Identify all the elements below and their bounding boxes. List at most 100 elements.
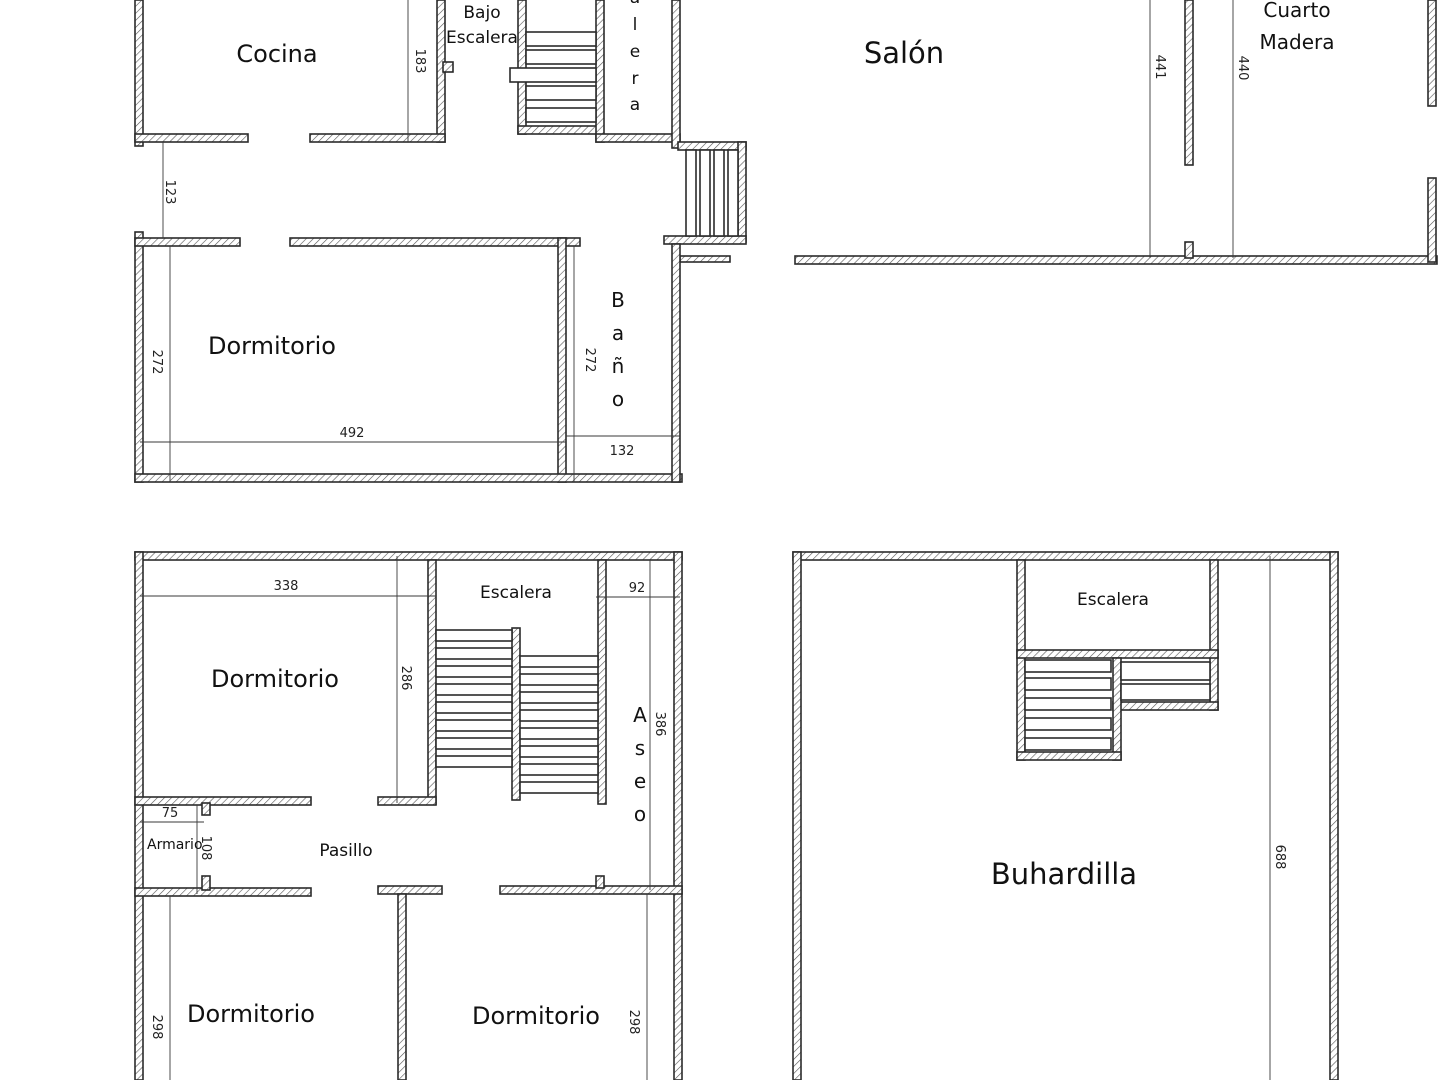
stair-step <box>1024 697 1112 711</box>
wall <box>1112 657 1122 761</box>
dimension-label: 338 <box>274 579 299 594</box>
wall <box>792 551 1339 561</box>
stair-step <box>1024 659 1112 673</box>
wall <box>1016 649 1219 659</box>
wall <box>289 237 581 247</box>
room-label-dormitorio: Dormitorio <box>472 1002 600 1030</box>
stair-step <box>713 149 725 237</box>
wall <box>794 255 1438 265</box>
vertical-letter: A <box>633 703 647 727</box>
wall <box>1209 559 1219 711</box>
stair-step <box>699 149 711 237</box>
stair-step <box>435 647 513 660</box>
wall <box>134 551 683 561</box>
room-label-cuarto: Cuarto <box>1263 0 1330 22</box>
stair-step <box>435 629 513 642</box>
dimension-label: 688 <box>1272 845 1287 870</box>
wall <box>134 796 312 806</box>
wall <box>134 237 241 247</box>
wall <box>1016 559 1026 761</box>
room-label-pasillo: Pasillo <box>319 841 372 861</box>
wall <box>397 893 407 1080</box>
dimension-label: 92 <box>629 581 646 596</box>
stair-step <box>519 673 599 686</box>
wall <box>134 231 144 483</box>
stair-step <box>1024 717 1112 731</box>
vertical-letter: a <box>612 321 624 345</box>
vertical-letter: s <box>635 736 645 760</box>
dimension-label: 75 <box>162 806 179 821</box>
stair-step <box>1120 683 1211 701</box>
stair-step <box>519 781 599 794</box>
vertical-letter: e <box>634 769 646 793</box>
dimension-label: 132 <box>610 444 635 459</box>
wall <box>134 887 312 897</box>
stair-step <box>435 701 513 714</box>
dimension-label: 272 <box>149 350 164 375</box>
first-floor-plan <box>134 551 683 1080</box>
stair-step <box>1024 737 1112 751</box>
stair-step <box>435 719 513 732</box>
stair-step <box>435 737 513 750</box>
room-label-cocina: Cocina <box>236 40 317 68</box>
wall <box>377 885 443 895</box>
stair-step <box>519 745 599 758</box>
vertical-letter: o <box>634 802 646 826</box>
ground-floor-plan <box>134 0 747 483</box>
room-label-dormitorio: Dormitorio <box>211 665 339 693</box>
stair-step <box>525 107 597 123</box>
wall <box>595 875 605 889</box>
wall <box>517 125 601 135</box>
stair-step <box>435 755 513 768</box>
stair-step <box>525 85 597 101</box>
room-label-escalera: Escalera <box>1077 590 1149 610</box>
wall <box>1427 0 1437 107</box>
dimension-label: 123 <box>162 180 177 205</box>
dimension-label: 183 <box>412 49 427 74</box>
dimension-label: 298 <box>149 1015 164 1040</box>
vertical-letter: o <box>612 387 624 411</box>
room-label-salon: Salón <box>864 36 944 70</box>
vertical-letter: B <box>611 288 625 312</box>
vertical-letter: l <box>633 15 638 35</box>
wall <box>1329 551 1339 1080</box>
vertical-letter: r <box>632 69 639 89</box>
wall <box>595 0 605 143</box>
wall <box>1184 0 1194 166</box>
wall <box>377 796 437 806</box>
wall <box>1016 751 1122 761</box>
wall <box>673 551 683 1080</box>
stair-step <box>519 655 599 668</box>
stair-step <box>509 67 597 83</box>
wall <box>309 133 446 143</box>
wall <box>511 627 521 801</box>
room-label-escalera: Escalera <box>446 28 518 48</box>
wall <box>663 235 747 245</box>
wall <box>1184 241 1194 259</box>
wall <box>134 0 144 147</box>
vertical-letter: ñ <box>612 354 625 378</box>
wall <box>557 237 567 483</box>
room-label-dormitorio: Dormitorio <box>187 1000 315 1028</box>
room-label-dormitorio: Dormitorio <box>208 332 336 360</box>
wall <box>201 875 211 891</box>
room-label-armario: Armario <box>147 837 203 853</box>
wall <box>499 885 683 895</box>
wall <box>671 243 681 483</box>
wall <box>442 61 454 73</box>
wall <box>134 551 144 1080</box>
stair-step <box>1120 661 1211 681</box>
wall <box>1427 177 1437 263</box>
wall <box>201 802 211 816</box>
wall <box>517 0 527 135</box>
dimension-label: 386 <box>652 712 667 737</box>
wall <box>427 559 437 805</box>
stair-step <box>519 763 599 776</box>
stair-step <box>525 49 597 65</box>
vertical-letter: a <box>630 95 640 115</box>
wall <box>1112 701 1219 711</box>
wall <box>134 133 249 143</box>
stair-step <box>519 709 599 722</box>
dimension-label: 272 <box>582 348 597 373</box>
